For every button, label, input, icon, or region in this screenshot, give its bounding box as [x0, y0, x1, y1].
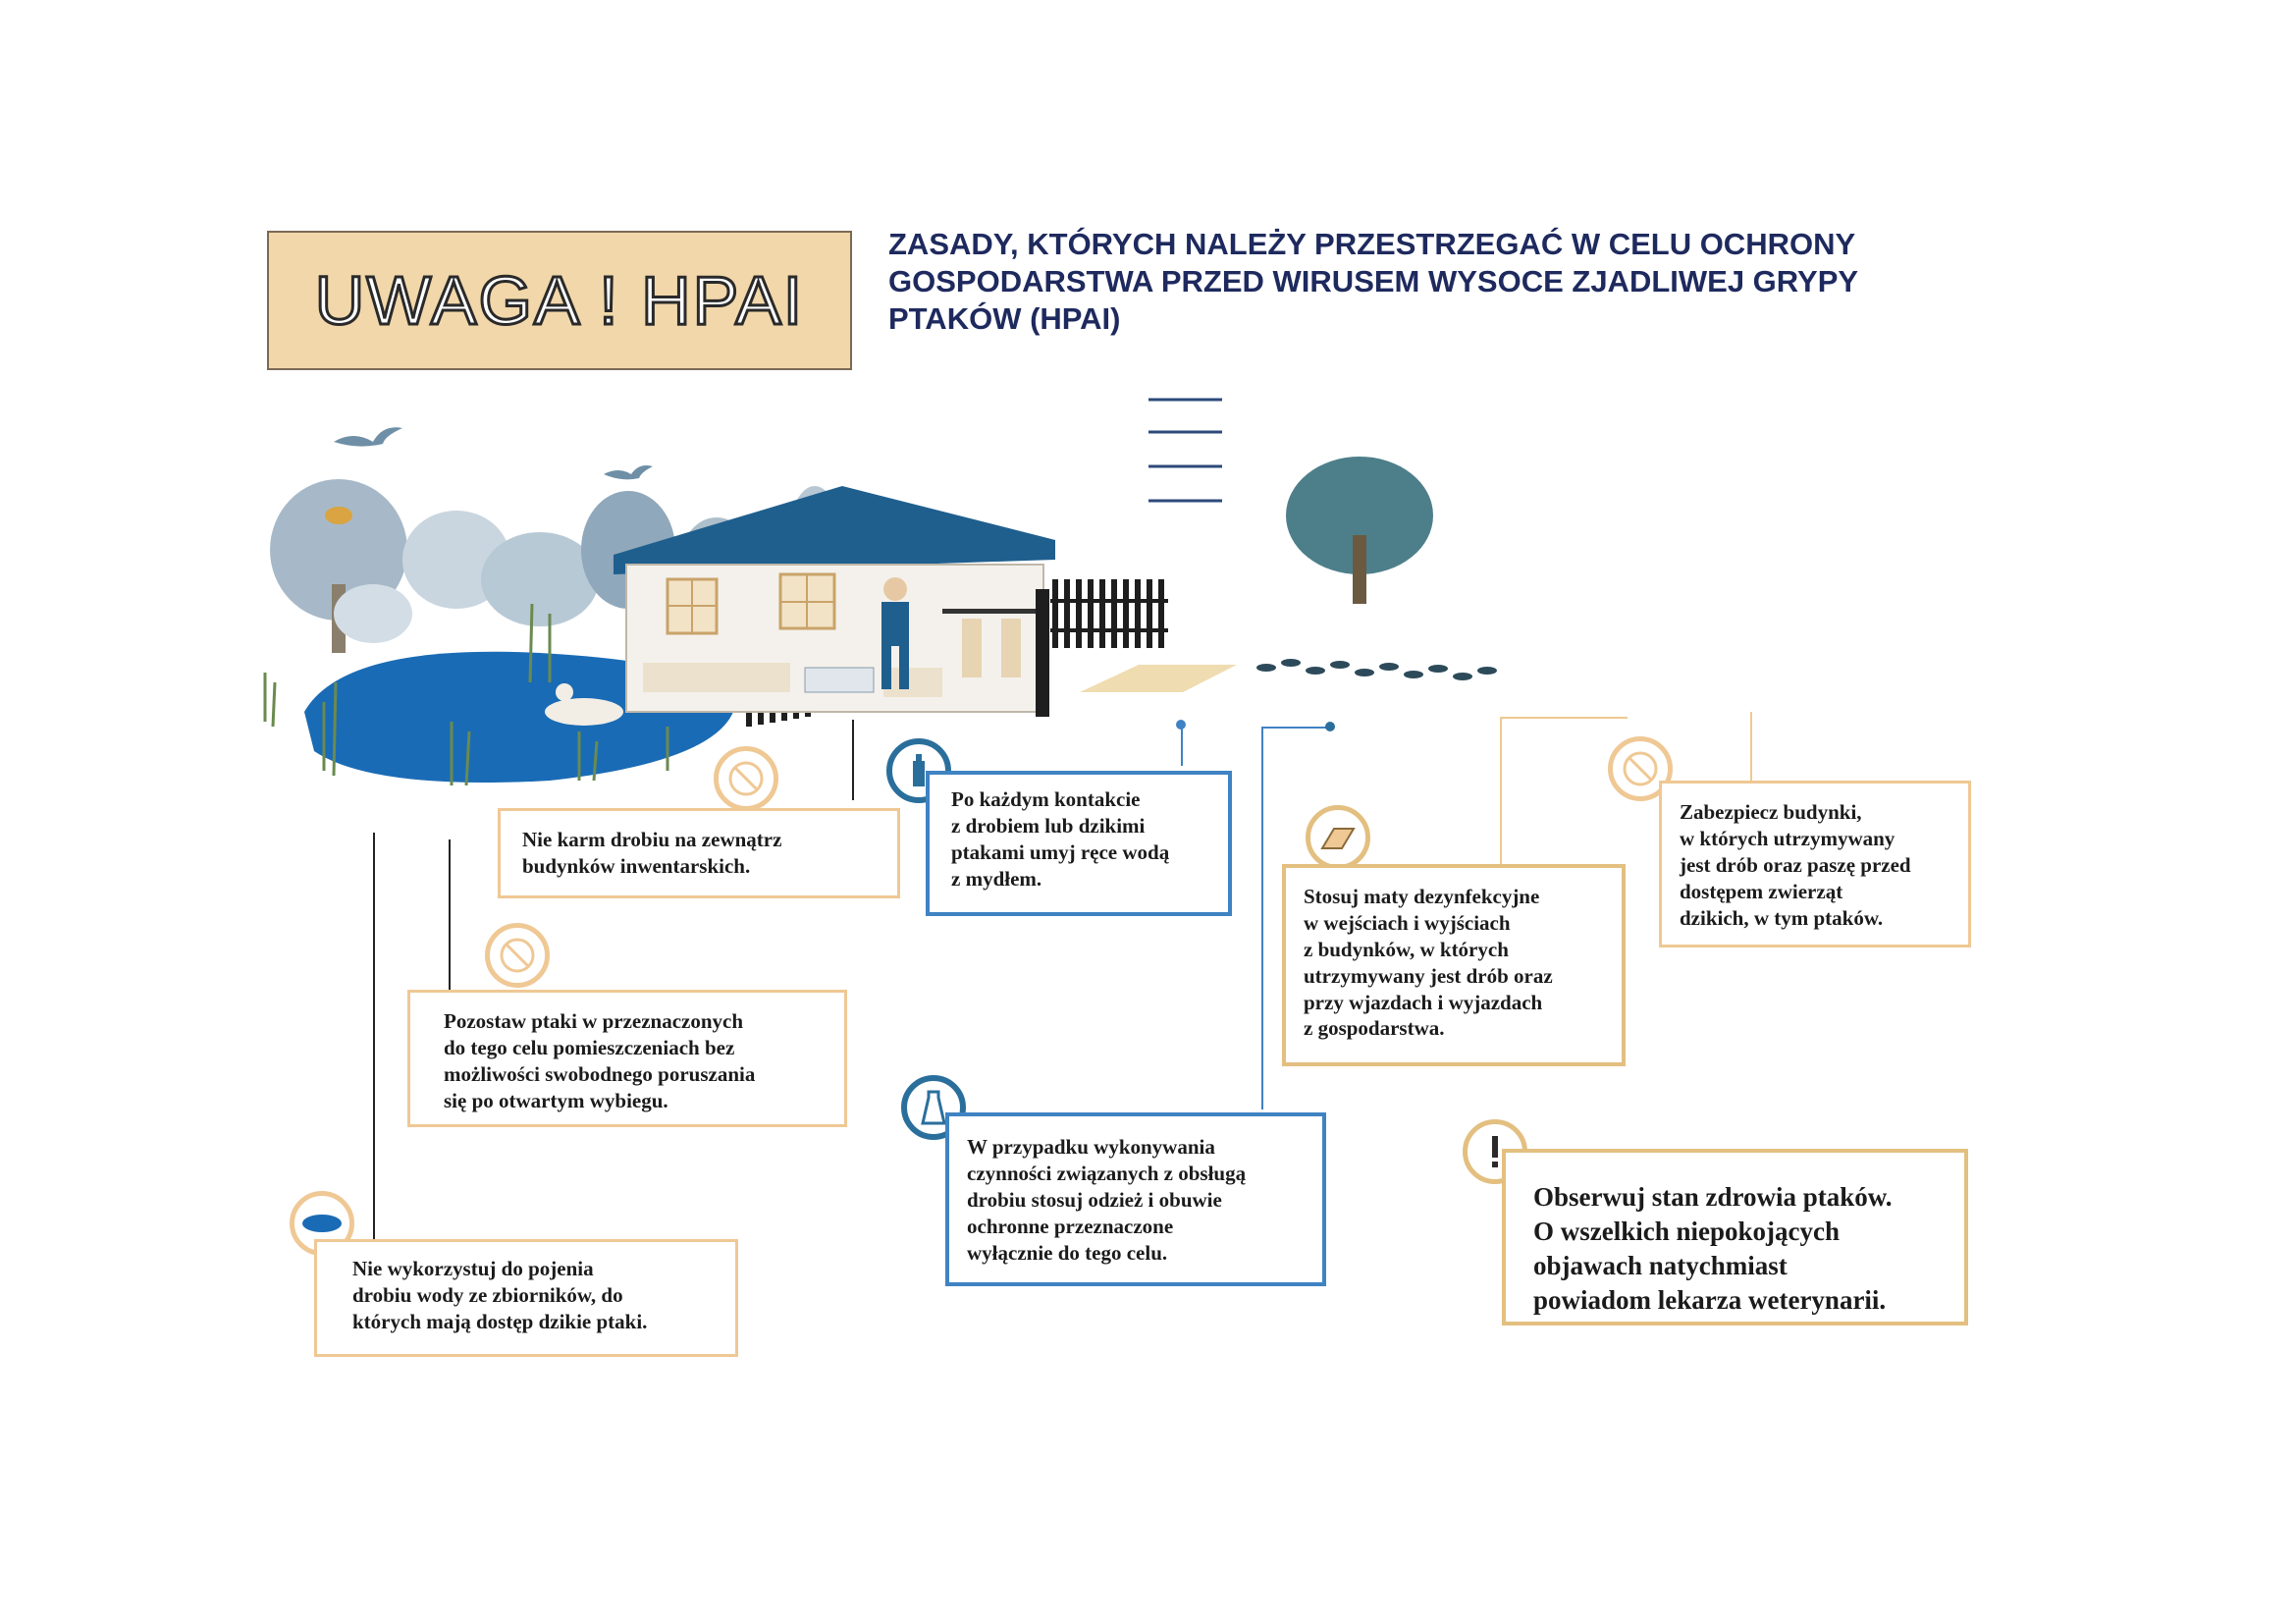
- fence-right: [1050, 579, 1168, 648]
- rule-secure-buildings: Zabezpiecz budynki, w których utrzymywan…: [1659, 781, 1971, 947]
- farm-illustration: [263, 398, 1497, 786]
- rule-keep-indoors: Pozostaw ptaki w przeznaczonych do tego …: [407, 990, 847, 1127]
- rule-wash-hands: Po każdym kontakcie z drobiem lub dzikim…: [926, 771, 1232, 916]
- banner-title: UWAGA ! HPAI: [313, 261, 805, 341]
- mat-icon: [1306, 805, 1370, 870]
- rule-protective-clothing: W przypadku wykonywania czynności związa…: [945, 1112, 1326, 1286]
- hpai-banner: UWAGA ! HPAI: [267, 231, 852, 370]
- connector-wash: [1181, 727, 1183, 766]
- connector-secure: [1750, 712, 1752, 781]
- building-outline: [1148, 398, 1222, 503]
- disinfection-mat: [1080, 665, 1237, 692]
- no-feeding-icon: [714, 746, 778, 811]
- connector-keep: [449, 839, 451, 992]
- rule-no-feeding: Nie karm drobiu na zewnątrz budynków inw…: [498, 808, 900, 898]
- heading-line-2: GOSPODARSTWA PRZED WIRUSEM WYSOCE ZJADLI…: [888, 263, 1859, 298]
- tree-right: [1286, 457, 1433, 604]
- no-free-range-icon: [485, 923, 550, 988]
- connector-dot: [1176, 720, 1186, 730]
- connector-water: [373, 833, 375, 1245]
- heading-line-1: ZASADY, KTÓRYCH NALEŻY PRZESTRZEGAĆ W CE…: [888, 227, 1856, 261]
- connector-mats-h: [1500, 717, 1628, 719]
- connector-feed: [852, 720, 854, 800]
- connector-clothes: [1261, 727, 1263, 1109]
- stones: [1256, 659, 1497, 680]
- connector-dot: [1325, 722, 1335, 731]
- connector-mats: [1500, 717, 1502, 866]
- flying-bird-icon: [334, 427, 653, 480]
- rule-observe-health: Obserwuj stan zdrowia ptaków. O wszelkic…: [1502, 1149, 1968, 1325]
- barn: [614, 486, 1055, 717]
- apron-icon: [901, 1075, 966, 1140]
- rule-water-source: Nie wykorzystuj do pojenia drobiu wody z…: [314, 1239, 738, 1357]
- heading-line-3: PTAKÓW (HPAI): [888, 300, 1121, 336]
- rule-disinfection-mats: Stosuj maty dezynfekcyjne w wejściach i …: [1282, 864, 1626, 1066]
- farmer-icon: [881, 577, 909, 689]
- page-heading: ZASADY, KTÓRYCH NALEŻY PRZESTRZEGAĆ W CE…: [888, 226, 1958, 337]
- connector-clothes-h: [1261, 727, 1330, 729]
